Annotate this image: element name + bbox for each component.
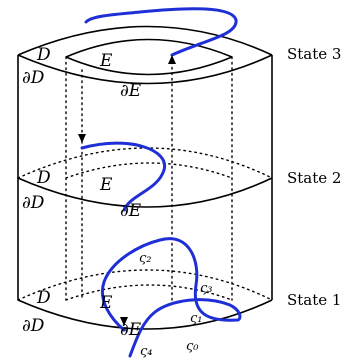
state-2-title: State 2: [287, 169, 341, 187]
point-s3-label: ς₃: [200, 281, 213, 296]
state-1-title: State 1: [287, 291, 341, 309]
point-s4-label: ς₄: [140, 344, 153, 359]
point-s1-label: ς₁: [190, 311, 203, 326]
state-3-boundary-e-label: ∂E: [120, 81, 142, 101]
state-1-region-label: D: [36, 288, 51, 308]
point-s0-label: ς₀: [186, 339, 199, 354]
state-3-boundary-label: ∂D: [22, 68, 45, 88]
state-3-inner-bottom-edge: [65, 56, 233, 76]
state-1-boundary-e-label: ∂E: [120, 320, 142, 340]
state-1-inner-dotted: [65, 284, 233, 301]
state-2-interior-label: E: [99, 175, 113, 195]
state-1-boundary-label: ∂D: [22, 316, 45, 336]
state-3-region-label: D: [36, 45, 51, 65]
arrow-down-left: [78, 134, 86, 143]
state-1-layer: [17, 269, 273, 330]
state-3-layer: [17, 25, 273, 178]
state-2-upper-dotted-top: [17, 147, 273, 179]
state-3-inner-top-edge: [65, 38, 233, 58]
vertical-guides: [65, 56, 233, 301]
point-s2-label: ς₂: [139, 251, 152, 266]
state-3-interior-label: E: [99, 51, 113, 71]
state-3-outer-top-edge: [17, 25, 273, 56]
arrow-up-right: [168, 55, 176, 64]
arrows: [78, 55, 176, 326]
trajectory-top-segment: [84, 7, 238, 57]
trajectory: [80, 7, 242, 358]
state-2-boundary-label: ∂D: [22, 193, 45, 213]
state-2-boundary-e-label: ∂E: [120, 201, 142, 221]
trajectory-middle-segment: [80, 141, 167, 212]
state-2-outer-bottom-edge: [17, 177, 273, 208]
state-3-outer-bottom-edge: [17, 54, 273, 85]
state-2-layer: [17, 147, 273, 300]
state-2-region-label: D: [36, 168, 51, 188]
arrow-down-bottom: [120, 317, 128, 326]
state-1-outer-bottom-edge: [17, 299, 273, 330]
state-2-inner-dotted: [65, 162, 233, 179]
state-1-interior-label: E: [99, 293, 113, 313]
state-1-outer-dotted-top: [17, 269, 273, 301]
state-3-title: State 3: [287, 45, 341, 63]
trajectory-bottom-segment: [101, 237, 242, 358]
